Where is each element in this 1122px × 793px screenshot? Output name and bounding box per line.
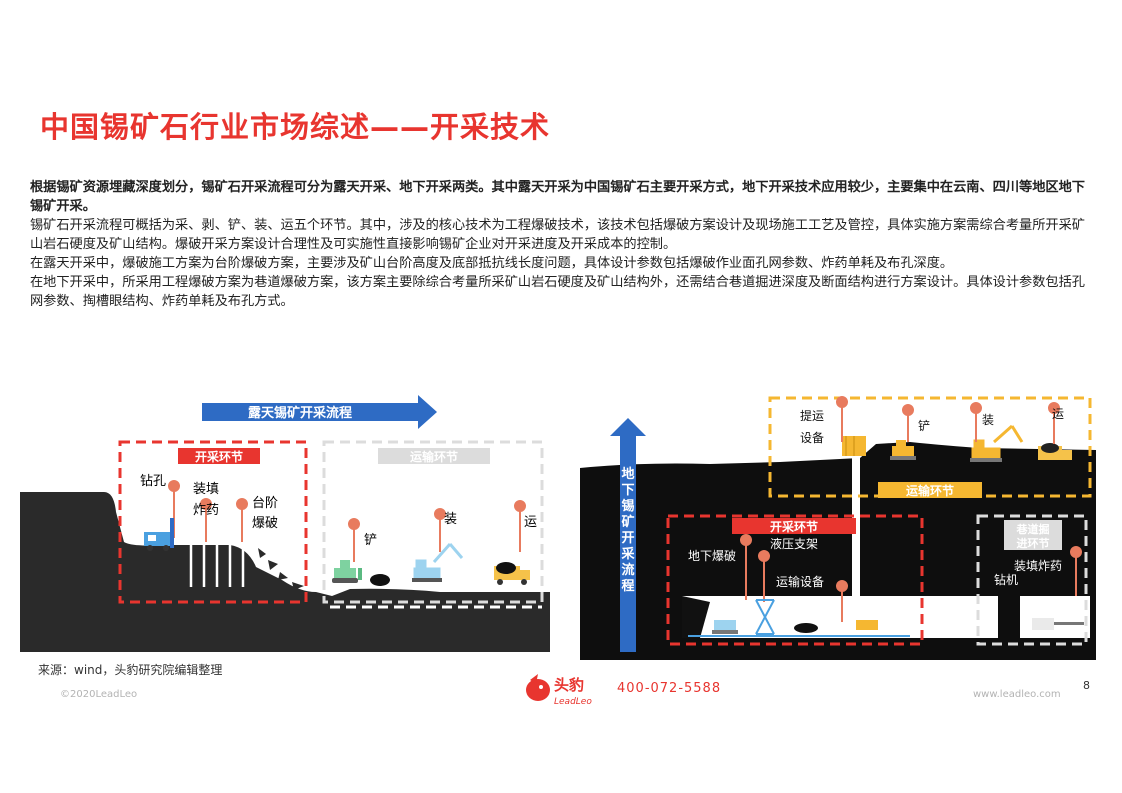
- excavator-icon: [412, 543, 464, 582]
- bulldozer-icon: [332, 560, 362, 583]
- leo-icon: [526, 674, 550, 701]
- tunnel-right: [1020, 596, 1090, 638]
- surface-truck-icon: [1038, 443, 1072, 460]
- label-haul: 运: [524, 515, 537, 530]
- underground-flow-char: 下: [621, 483, 634, 498]
- ug-ore-pile-icon: [794, 623, 818, 633]
- ug-label-blast: 地下爆破: [688, 548, 736, 563]
- label-drill: 钻孔: [140, 474, 166, 489]
- ug-tunnel-label-bg: [1004, 520, 1062, 550]
- open-pit-flow-arrow: [202, 395, 437, 429]
- leadleo-logo: 头豹 LeadLeo: [526, 674, 592, 707]
- copyright: ©2020LeadLeo: [60, 689, 138, 700]
- label-fill: 装填: [193, 482, 219, 497]
- ug-mining-label: 开采环节: [770, 519, 818, 534]
- ug-loader-icon: [712, 620, 738, 634]
- ug-tunnel-label-2: 进环节: [1017, 536, 1050, 550]
- page-title: 中国锡矿石行业市场综述——开采技术: [40, 110, 551, 144]
- underground-flow-char: 地: [621, 466, 634, 482]
- ug-label-drill-rig: 钻机: [994, 572, 1018, 587]
- drill-rig-icon: [144, 518, 174, 551]
- mining-section-label: 开采环节: [195, 449, 243, 464]
- underground-flow-char: 开: [621, 531, 634, 546]
- underground-flow-arrow: [610, 418, 646, 652]
- underground-flow-char: 流: [621, 562, 634, 578]
- ug-rubble-icon: [682, 596, 710, 638]
- underground-flow-char: 锡: [621, 498, 634, 514]
- transport-section-box: [322, 440, 544, 604]
- ug-cart-icon: [856, 620, 878, 630]
- ore-pile-icon: [370, 574, 390, 586]
- paragraph-intro: 根据锡矿资源埋藏深度划分，锡矿石开采流程可分为露天开采、地下开采两类。其中露天开…: [30, 180, 1085, 214]
- ug-label-hoist-1: 提运: [800, 408, 824, 423]
- label-shovel: 铲: [364, 533, 377, 548]
- ug-transport-label-bg: [878, 482, 982, 498]
- underground-flow-char: 程: [621, 579, 634, 594]
- website: www.leadleo.com: [973, 689, 1061, 700]
- ug-label-hoist-2: 设备: [800, 431, 824, 445]
- paragraph-open-pit: 在露天开采中，爆破施工方案为台阶爆破方案，主要涉及矿山台阶高度及底部抵抗线长度问…: [30, 256, 954, 271]
- paragraph-process: 锡矿石开采流程可概括为采、剥、铲、装、运五个环节。其中，涉及的核心技术为工程爆破…: [30, 218, 1085, 252]
- underground-flow-char: 矿: [621, 514, 634, 530]
- surface-bulldozer-icon: [890, 440, 916, 460]
- label-load: 装: [444, 512, 457, 527]
- body-text: 根据锡矿资源埋藏深度划分，锡矿石开采流程可分为露天开采、地下开采两类。其中露天开…: [30, 178, 1095, 311]
- open-pit-diagram: 露天锡矿开采流程 开采环节 运输环节 钻孔 装填 炸药 台阶 爆破 铲 装 运: [20, 395, 550, 652]
- page-number: 8: [1083, 679, 1090, 692]
- ug-tunnel-section-box: [976, 514, 1088, 646]
- open-pit-terrain: [20, 492, 550, 652]
- ug-hydraulic-support-icon: [755, 599, 775, 635]
- mining-section-label-bg: [178, 448, 260, 464]
- ug-tunnel-label-1: 巷道掘: [1016, 522, 1050, 536]
- underground-flow-char: 采: [620, 546, 635, 562]
- ug-transport-label: 运输环节: [906, 483, 954, 498]
- open-pit-flow-label: 露天锡矿开采流程: [248, 405, 352, 421]
- ug-label-hydraulic: 液压支架: [770, 536, 818, 551]
- ug-label-fill-explosive: 装填炸药: [1014, 559, 1062, 573]
- underground-pins: [740, 396, 1082, 622]
- source-note: 来源：wind，头豹研究院编辑整理: [38, 663, 223, 677]
- paragraph-underground: 在地下开采中，所采用工程爆破方案为巷道爆破方案，该方案主要除综合考量所采矿山岩石…: [30, 275, 1085, 309]
- brand-name: 头豹: [554, 676, 584, 694]
- ug-label-haul: 运: [1052, 407, 1064, 421]
- label-blast: 爆破: [252, 516, 278, 531]
- ug-drill-rig-icon: [1032, 618, 1084, 630]
- transport-section-label-bg: [378, 448, 490, 464]
- drill-holes: [189, 545, 245, 587]
- open-pit-pins: [168, 480, 526, 562]
- mining-section-box: [118, 440, 308, 604]
- label-explosive: 炸药: [193, 503, 219, 518]
- brand-name-en: LeadLeo: [554, 697, 592, 707]
- dump-truck-icon: [494, 562, 530, 585]
- phone-number: 400-072-5588: [617, 681, 722, 696]
- ug-label-transport-eq: 运输设备: [776, 574, 824, 589]
- blast-debris: [258, 548, 304, 590]
- ug-label-shovel: 铲: [918, 418, 930, 433]
- underground-flow-label: 地下锡矿开采流程: [620, 466, 635, 594]
- hoist-tower-icon: [842, 436, 866, 456]
- label-bench: 台阶: [252, 496, 278, 511]
- ug-mining-label-bg: [732, 518, 856, 534]
- underground-diagram: 地下锡矿开采流程 运输环节 开采环节 巷道掘 进环节: [580, 396, 1096, 660]
- surface-excavator-icon: [970, 424, 1024, 462]
- ug-label-load: 装: [982, 413, 994, 427]
- transport-section-label: 运输环节: [410, 449, 458, 464]
